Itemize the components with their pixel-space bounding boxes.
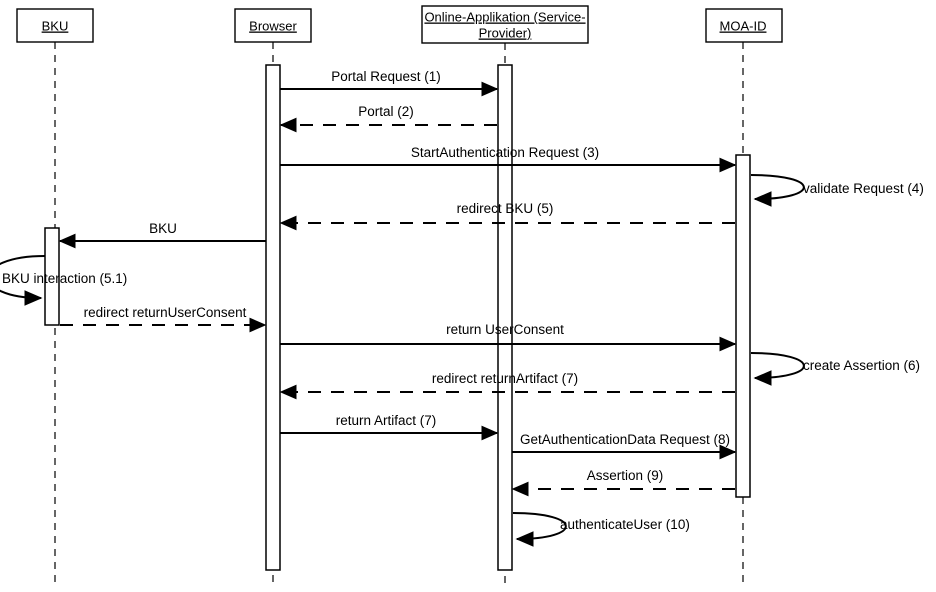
message-m10[interactable]: authenticateUser (10) bbox=[512, 512, 690, 547]
lifeline-browser[interactable]: Browser bbox=[234, 8, 312, 588]
lifeline-header-box bbox=[705, 8, 783, 43]
message-m9[interactable]: Assertion (9) bbox=[511, 468, 735, 497]
self-message-arc bbox=[0, 255, 46, 306]
message-label: GetAuthenticationData Request (8) bbox=[520, 432, 730, 447]
message-label: authenticateUser (10) bbox=[560, 517, 690, 532]
message-m6[interactable]: create Assertion (6) bbox=[750, 352, 920, 386]
self-message-arc bbox=[750, 174, 805, 207]
message-m4[interactable]: validate Request (4) bbox=[750, 174, 924, 207]
lifeline-label: MOA-ID bbox=[720, 19, 767, 34]
lifeline-moa_id[interactable]: MOA-ID bbox=[705, 8, 783, 588]
message-m1[interactable]: Portal Request (1) bbox=[280, 69, 499, 97]
message-m5a[interactable]: BKU bbox=[58, 221, 266, 249]
activation-bar bbox=[735, 154, 751, 498]
lifeline-online_application[interactable]: Online-Applikation (Service-Provider) bbox=[421, 5, 589, 588]
message-label: redirect returnArtifact (7) bbox=[432, 371, 578, 386]
lifeline-label: BKU bbox=[42, 19, 69, 34]
message-m7b[interactable]: return Artifact (7) bbox=[280, 413, 499, 441]
message-m6a[interactable]: redirect returnUserConsent bbox=[60, 305, 267, 333]
activation-bar bbox=[497, 64, 513, 571]
lifeline-bku[interactable]: BKU bbox=[16, 8, 94, 588]
message-m3[interactable]: StartAuthentication Request (3) bbox=[280, 145, 737, 173]
lifeline-label: Online-Applikation (Service- bbox=[424, 10, 585, 25]
message-label: return Artifact (7) bbox=[336, 413, 437, 428]
lifeline-label: Browser bbox=[249, 19, 297, 34]
message-label: redirect BKU (5) bbox=[457, 201, 554, 216]
lifeline-header-box bbox=[234, 8, 312, 43]
message-label: Portal (2) bbox=[358, 104, 414, 119]
message-m6b[interactable]: return UserConsent bbox=[280, 322, 737, 352]
message-label: BKU bbox=[149, 221, 177, 236]
lifelines-layer: BKU Browser Online-Applikation (Service-Pr… bbox=[16, 5, 783, 588]
self-message-arc bbox=[512, 512, 567, 547]
message-label: Portal Request (1) bbox=[331, 69, 441, 84]
self-message-arc bbox=[750, 352, 805, 386]
lifeline-header-box bbox=[16, 8, 94, 43]
message-m5[interactable]: redirect BKU (5) bbox=[279, 201, 735, 231]
lifeline-label: Provider) bbox=[479, 26, 532, 41]
message-label: StartAuthentication Request (3) bbox=[411, 145, 599, 160]
message-label: redirect returnUserConsent bbox=[84, 305, 247, 320]
message-label: return UserConsent bbox=[446, 322, 564, 337]
message-label: create Assertion (6) bbox=[803, 358, 920, 373]
message-m8[interactable]: GetAuthenticationData Request (8) bbox=[512, 432, 737, 460]
message-label: Assertion (9) bbox=[587, 468, 664, 483]
lifeline-header-box bbox=[421, 5, 589, 44]
message-m51[interactable]: BKU interaction (5.1) bbox=[0, 255, 127, 306]
message-m2[interactable]: Portal (2) bbox=[279, 104, 497, 133]
message-m7a[interactable]: redirect returnArtifact (7) bbox=[279, 371, 735, 400]
activation-bar bbox=[265, 64, 281, 571]
activation-bar bbox=[44, 227, 60, 326]
message-label: validate Request (4) bbox=[803, 181, 924, 196]
messages-layer: Portal Request (1) Portal (2) StartAuthent… bbox=[0, 69, 924, 547]
message-label: BKU interaction (5.1) bbox=[2, 271, 127, 286]
